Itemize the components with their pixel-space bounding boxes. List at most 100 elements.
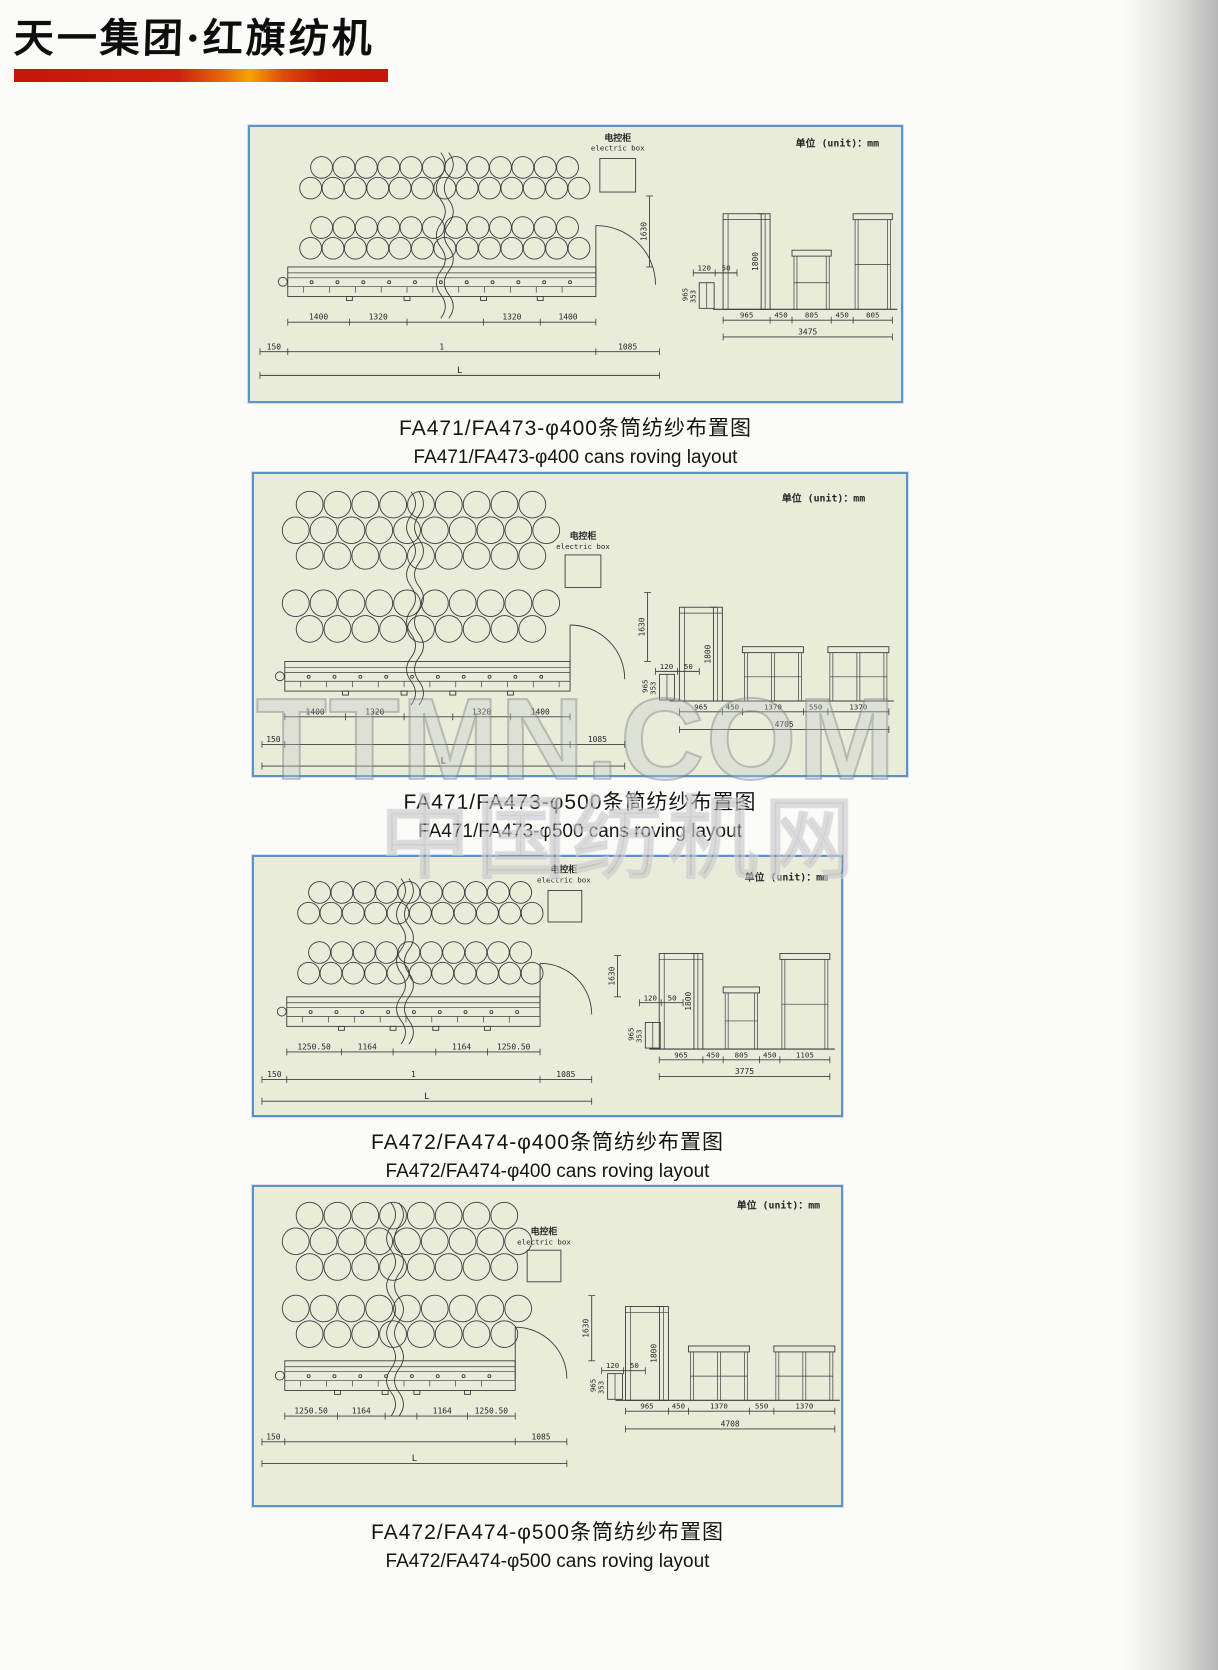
dimension-label: 965 [626, 1028, 635, 1041]
dimension-label: 1320 [472, 707, 491, 716]
caption-chinese: FA472/FA474-φ500条筒纺纱布置图 [371, 1521, 724, 1544]
dimension-label: 150 [266, 1432, 281, 1441]
dimension-label: 120 [660, 662, 673, 671]
dimension-label: 450 [672, 1402, 685, 1411]
dimension-label: 1800 [649, 1344, 658, 1363]
dimension-label: 1800 [684, 992, 693, 1011]
dimension-label: L [457, 366, 462, 376]
caption-chinese: FA471/FA473-φ500条筒纺纱布置图 [403, 791, 757, 814]
dimension-label: 1800 [703, 644, 712, 663]
electric-box-label-en: electric box [591, 144, 645, 153]
dimension-label: 150 [266, 735, 281, 744]
dimension-label: 450 [726, 702, 739, 711]
dimension-label: 1800 [751, 252, 760, 271]
dimension-label: 1250.50 [294, 1407, 328, 1416]
unit-label-group: 单位 (unit)：mm [745, 871, 829, 884]
dimension-label: 450 [774, 311, 787, 320]
caption-chinese: FA472/FA474-φ400条筒纺纱布置图 [371, 1131, 724, 1154]
door-swing [514, 1326, 568, 1379]
dimension-label: 50 [684, 662, 693, 671]
unit-label: 单位 (unit)：mm [737, 1199, 820, 1212]
caption-english: FA472/FA474-φ400 cans roving layout [385, 1161, 710, 1182]
scan-edge-shadow [1123, 0, 1218, 1670]
dimension-label: 1370 [710, 1402, 728, 1411]
dimension-label: 120 [606, 1361, 619, 1370]
dimension-label: L [441, 757, 446, 767]
door-swing [595, 225, 656, 285]
dimension-label: L [424, 1092, 429, 1102]
dimension-label: 805 [805, 311, 818, 320]
caption-chinese: FA471/FA473-φ400条筒纺纱布置图 [399, 417, 752, 440]
dimension-label: 1630 [638, 617, 647, 636]
figure-caption: FA472/FA474-φ500条筒纺纱布置图 FA472/FA474-φ500… [252, 1516, 843, 1573]
unit-label: 单位 (unit)：mm [745, 871, 829, 884]
unit-label-group: 单位 (unit)：mm [737, 1199, 820, 1212]
dimension-label: 965 [589, 1379, 598, 1392]
dimension-label: 1370 [795, 1402, 813, 1411]
dimension-label: 550 [755, 1402, 768, 1411]
dimension-label: 965 [641, 680, 650, 693]
dimension-label: L [412, 1454, 417, 1464]
figure-caption: FA471/FA473-φ400条筒纺纱布置图 FA471/FA473-φ400… [248, 412, 903, 469]
dimension-label: 150 [267, 1070, 282, 1079]
dimension-label: 1 [439, 342, 444, 351]
unit-label: 单位 (unit)：mm [782, 492, 865, 505]
cans-group [281, 1201, 533, 1348]
dimension-label: 3475 [798, 328, 817, 337]
dimension-label: 450 [706, 1050, 719, 1059]
dimension-label: 1250.50 [475, 1407, 509, 1416]
cans-group [281, 490, 561, 643]
dimension-label: 50 [722, 263, 731, 272]
dimension-label: 805 [866, 311, 879, 320]
dimension-label: 150 [267, 342, 282, 351]
brand-gradient-bar [14, 69, 388, 82]
dimension-label: 1370 [849, 702, 867, 711]
machine-body [274, 1360, 516, 1395]
machine-body [276, 996, 541, 1031]
dimension-label: 1400 [531, 707, 550, 716]
figure-caption: FA471/FA473-φ500条筒纺纱布置图 FA471/FA473-φ500… [252, 786, 908, 843]
figure-caption: FA472/FA474-φ400条筒纺纱布置图 FA472/FA474-φ400… [252, 1126, 843, 1183]
dimension-label: 1164 [352, 1407, 371, 1416]
brand-title: 天一集团·红旗纺机 [13, 15, 376, 62]
dimension-label: 1400 [558, 313, 577, 322]
break-wave [435, 152, 454, 319]
dimension-label: 1085 [556, 1070, 575, 1079]
dimension-label: 1320 [502, 313, 521, 322]
dimension-label: 1400 [306, 707, 325, 716]
electric-box-label-cn: 电控柜 [550, 864, 577, 876]
electric-box-label-en: electric box [517, 1237, 571, 1246]
dimension-label: 1164 [433, 1407, 452, 1416]
dimension-label: 550 [809, 702, 822, 711]
caption-english: FA472/FA474-φ500 cans roving layout [385, 1551, 710, 1572]
dimension-label: 1250.50 [297, 1043, 331, 1052]
page-header: 天一集团·红旗纺机 [13, 6, 388, 82]
electric-box-label-cn: 电控柜 [531, 1225, 558, 1237]
door-swing [569, 624, 626, 680]
dimension-label: 1320 [369, 313, 388, 322]
dimension-label: 1164 [452, 1043, 471, 1052]
